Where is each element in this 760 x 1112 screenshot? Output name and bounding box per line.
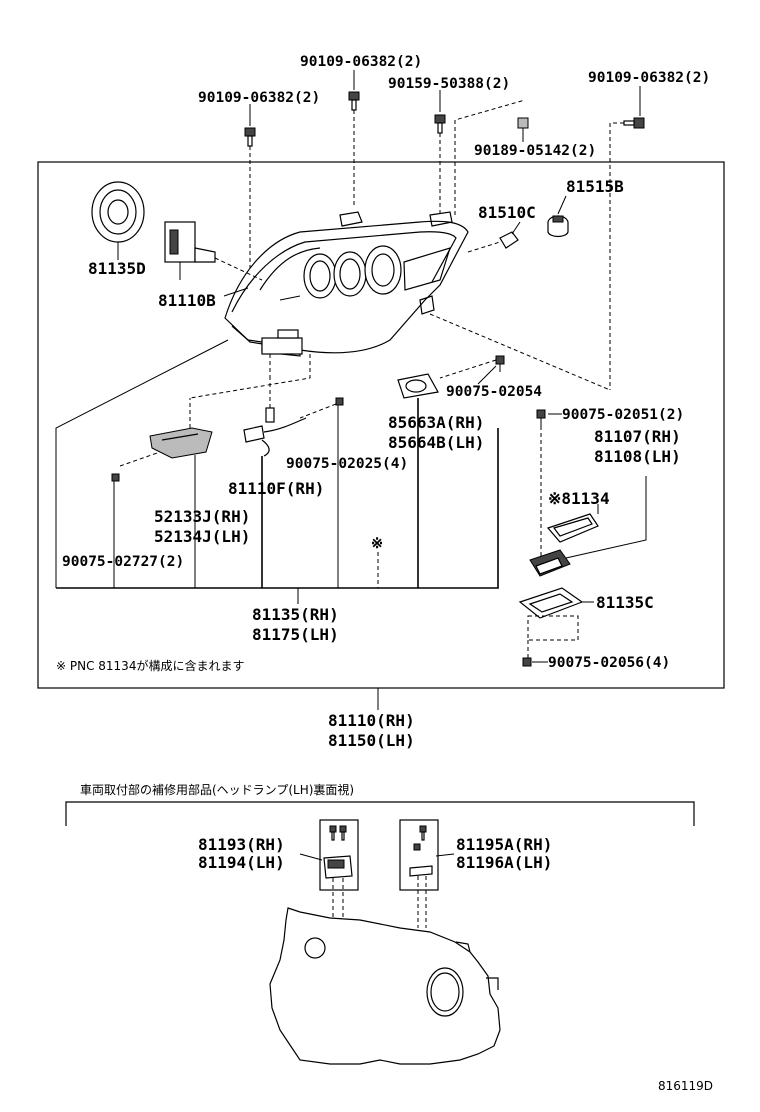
leader-81195A — [435, 853, 455, 857]
assembly-frame — [37, 161, 725, 689]
dash-90075-02025 — [299, 403, 337, 419]
screw-90075-02727 — [111, 473, 120, 482]
label-81193: 81193(RH) — [198, 835, 285, 854]
label-52134J: 52134J(LH) — [154, 527, 250, 546]
label-81110B: 81110B — [158, 291, 216, 310]
leader-81515B — [557, 195, 567, 215]
label-81134: ※81134 — [548, 489, 610, 508]
headlamp-rear-view — [269, 907, 501, 1065]
bolt-90109-right — [623, 117, 645, 129]
label-asterisk: ※ — [371, 536, 383, 552]
leader-81110B — [223, 287, 249, 297]
label-81194: 81194(LH) — [198, 853, 285, 872]
dash-bulb — [467, 241, 501, 253]
repair-section-bracket — [65, 801, 695, 826]
label-81135: 81135(RH) — [252, 605, 339, 624]
pnc-note: ※ PNC 81134が構成に含まれます — [56, 658, 244, 673]
rear-view-hole-large — [426, 967, 464, 1017]
screw-90075-02054 — [495, 355, 505, 372]
bolt-90109-left — [244, 127, 256, 147]
socket-81110F — [243, 407, 307, 457]
cap-81135D — [91, 181, 145, 243]
label-81150: 81150(LH) — [328, 731, 415, 750]
clip-81193 — [323, 855, 353, 879]
leader-frame-diag — [55, 339, 229, 588]
dash-housing-right — [429, 313, 611, 391]
repair-box-81195A — [399, 819, 439, 891]
label-81195A: 81195A(RH) — [456, 835, 552, 854]
dash-90109-right — [609, 122, 624, 390]
ballast-81107 — [529, 549, 571, 577]
bolt-90109-top — [348, 91, 360, 111]
label-52133J: 52133J(RH) — [154, 507, 250, 526]
label-90159-50388: 90159-50388(2) — [388, 76, 510, 92]
projector-lens-3 — [364, 245, 402, 295]
repair-section-title: 車両取付部の補修用部品(ヘッドランプ(LH)裏面視) — [80, 782, 354, 797]
label-90075-02025: 90075-02025(4) — [286, 456, 408, 472]
label-90109-06382-right: 90109-06382(2) — [588, 70, 710, 86]
screw-90075-02056 — [522, 657, 532, 667]
bracket-85663A — [397, 373, 439, 399]
bulb-81510C — [499, 231, 519, 249]
diagram-code: 816119D — [658, 1079, 713, 1093]
bolt-90159 — [434, 114, 446, 134]
dash-90075-02054 — [439, 359, 497, 379]
leader-81193 — [299, 853, 323, 861]
module-81135C — [518, 587, 584, 619]
label-90109-06382-left: 90109-06382(2) — [198, 90, 320, 106]
screws-81193 — [329, 825, 347, 841]
bracket-52133J — [149, 427, 213, 459]
label-90075-02051: 90075-02051(2) — [562, 407, 684, 423]
label-81110: 81110(RH) — [328, 711, 415, 730]
label-81135C: 81135C — [596, 593, 654, 612]
leader-bottom-bracket — [56, 428, 499, 589]
leader-90075-02054 — [477, 365, 497, 385]
dash-90159-link — [454, 99, 526, 215]
leader-81107 — [565, 476, 647, 559]
label-85663A: 85663A(RH) — [388, 413, 484, 432]
dash-81135C-box — [527, 615, 579, 641]
label-81110F: 81110F(RH) — [228, 479, 324, 498]
label-85664B: 85664B(LH) — [388, 433, 484, 452]
dash-housing-2 — [189, 354, 311, 399]
label-90109-06382-top: 90109-06382(2) — [300, 54, 422, 70]
dash-bulb-b — [214, 257, 263, 281]
headlamp-housing — [224, 211, 469, 357]
screw-81195A — [413, 825, 427, 851]
label-90075-02054: 90075-02054 — [446, 384, 542, 400]
label-81108: 81108(LH) — [594, 447, 681, 466]
label-90075-02056: 90075-02056(4) — [548, 655, 670, 671]
label-90075-02727: 90075-02727(2) — [62, 554, 184, 570]
label-81196A: 81196A(LH) — [456, 853, 552, 872]
leader-81510C — [511, 221, 521, 235]
repair-box-81193 — [319, 819, 359, 891]
nut-90189 — [517, 117, 529, 129]
label-90189-05142: 90189-05142(2) — [474, 143, 596, 159]
label-81515B: 81515B — [566, 177, 624, 196]
bulb-81110B — [164, 221, 216, 280]
label-81107: 81107(RH) — [594, 427, 681, 446]
socket-81515B — [547, 215, 569, 238]
label-81175: 81175(LH) — [252, 625, 339, 644]
screw-90075-02051 — [536, 409, 546, 426]
label-81510C: 81510C — [478, 203, 536, 222]
label-81135D: 81135D — [88, 259, 146, 278]
screw-90075-02025 — [335, 397, 344, 406]
gasket-81134 — [546, 513, 599, 543]
dash-52133J-screw — [119, 451, 161, 467]
rear-view-hole-small — [304, 937, 326, 959]
clip-81195A — [409, 865, 433, 877]
